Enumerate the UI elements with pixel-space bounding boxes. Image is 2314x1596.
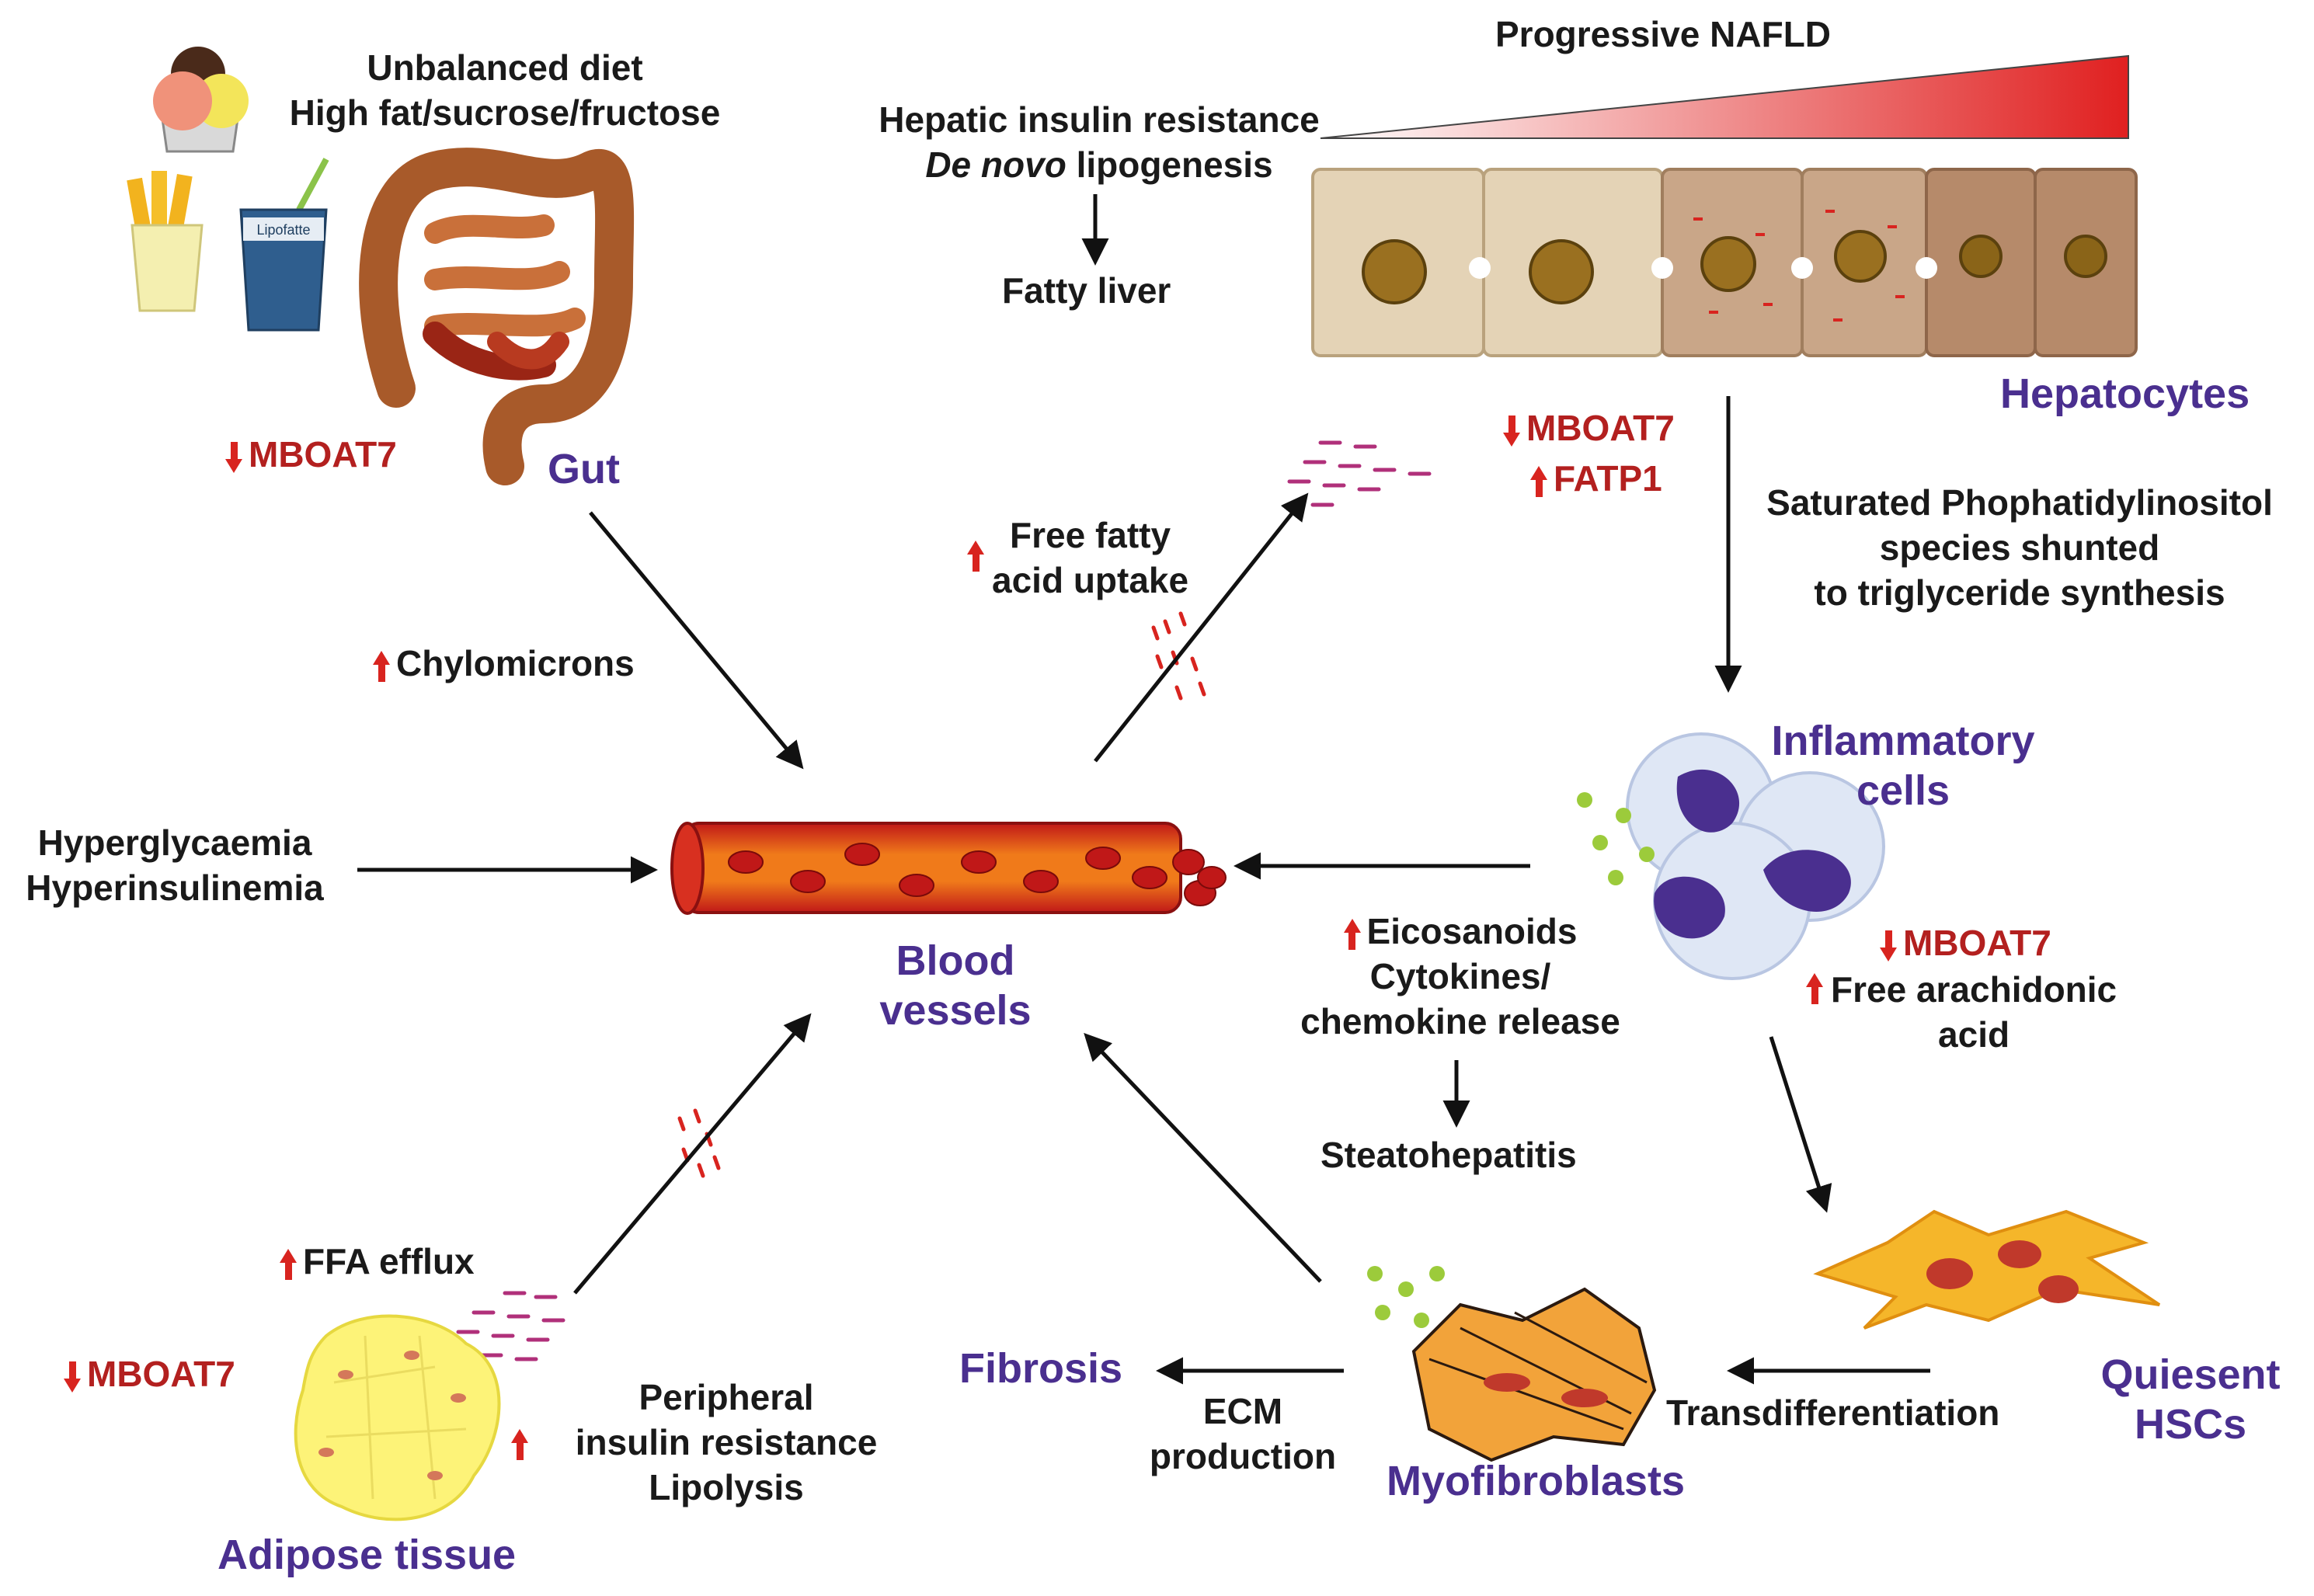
myofibroblasts-label: Myofibroblasts (1387, 1458, 1686, 1504)
hepatic-insulin-label: Hepatic insulin resistance De novo lipog… (847, 97, 1352, 187)
adipose-mboat7-marker: MBOAT7 (64, 1351, 235, 1396)
drink-cup-icon: Lipofatte (239, 158, 329, 332)
fibrosis-label: Fibrosis (959, 1345, 1123, 1392)
diet-label: Unbalanced diet High fat/sucrose/fructos… (256, 45, 753, 135)
hepatic-line2: De novo lipogenesis (847, 142, 1352, 187)
inflammatory-cells-label: Inflammatory cells (1771, 718, 2035, 814)
transdifferentiation-label: Transdifferentiation (1666, 1393, 2000, 1433)
down-arrow-icon (225, 442, 242, 473)
up-arrow-icon (1344, 919, 1361, 950)
liver-mboat7-marker: MBOAT7 (1503, 405, 1675, 450)
arrow-adipose-to-blood (573, 1013, 812, 1295)
steatohepatitis-label: Steatohepatitis (1321, 1135, 1577, 1175)
inflammatory-mboat7-marker: MBOAT7 (1880, 920, 2051, 965)
cytokine-dots-myofibroblast (1367, 1266, 1445, 1328)
arrow-gut-to-blood (589, 511, 804, 770)
down-arrow-icon (1880, 930, 1897, 961)
chylomicrons-label: Chylomicrons (373, 641, 635, 686)
hepatocytes-label: Hepatocytes (2000, 370, 2250, 417)
up-arrow-icon (1530, 466, 1547, 497)
up-arrow-icon (280, 1249, 297, 1280)
fries-icon (127, 171, 204, 312)
diet-line1: Unbalanced diet (367, 47, 643, 88)
hepatocytes-illustration (1311, 168, 2138, 357)
ecm-production-label: ECM production (1149, 1391, 1337, 1476)
arrow-myofibroblast-to-blood (1084, 1032, 1322, 1283)
fatty-acid-dashes-top (1287, 440, 1432, 507)
ffa-efflux-label: FFA efflux (280, 1239, 475, 1284)
adipose-tissue-label: Adipose tissue (217, 1532, 517, 1578)
cytokine-dots-inflammatory (1577, 792, 1655, 885)
up-arrow-icon (1806, 973, 1823, 1004)
gut-label: Gut (548, 446, 620, 492)
up-arrow-icon (967, 541, 984, 572)
free-arachidonic-acid-label: Free arachidonic acid (1806, 967, 2117, 1057)
fatp1-marker: FATP1 (1530, 456, 1662, 501)
peripheral-insulin-label: Peripheral insulin resistance Lipolysis (575, 1377, 878, 1507)
eicosanoids-label: Eicosanoids Cytokines/ chemokine release (1300, 911, 1620, 1041)
inflammatory-cells-illustration (1626, 732, 1885, 980)
up-arrow-icon (373, 651, 390, 682)
lipolysis-up-arrow-icon (511, 1429, 528, 1460)
down-arrow-icon (1503, 416, 1520, 447)
free-fatty-acid-uptake-label: Free fatty acid uptake (967, 513, 1188, 603)
saturated-pi-label: Saturated Phophatidylinositol species sh… (1766, 482, 2273, 613)
arrow-blood-to-liver (1094, 492, 1309, 763)
down-arrow-icon (64, 1361, 81, 1393)
arrows (357, 194, 1930, 1385)
quiescent-hscs-illustration (1813, 1209, 2161, 1330)
hepatic-line1: Hepatic insulin resistance (879, 99, 1320, 140)
gut-mboat7-marker: MBOAT7 (225, 432, 397, 477)
progressive-nafld-label: Progressive NAFLD (1495, 14, 1832, 54)
blood-vessels-label: Blood vessels (879, 937, 1032, 1034)
blood-vessel-illustration (670, 822, 1227, 915)
ice-cream-icon (153, 47, 249, 153)
myofibroblasts-illustration (1411, 1287, 1657, 1462)
arrow-inflammatory-to-hsc (1769, 1036, 1832, 1213)
lipogenesis-text: lipogenesis (1066, 144, 1273, 185)
gut-illustration (359, 148, 635, 485)
fatty-liver-label: Fatty liver (1002, 270, 1171, 311)
fatty-acid-dashes-adipose (456, 1291, 565, 1361)
cup-label: Lipofatte (256, 222, 310, 238)
de-novo-italic: De novo (925, 144, 1067, 185)
quiescent-hscs-label: Quiesent HSCs (2100, 1351, 2281, 1448)
diet-line2: High fat/sucrose/fructose (289, 92, 721, 133)
nafld-gradient (1320, 54, 2129, 139)
adipose-tissue-illustration (294, 1314, 501, 1521)
hyperglycaemia-label: Hyperglycaemia Hyperinsulinemia (26, 822, 324, 908)
